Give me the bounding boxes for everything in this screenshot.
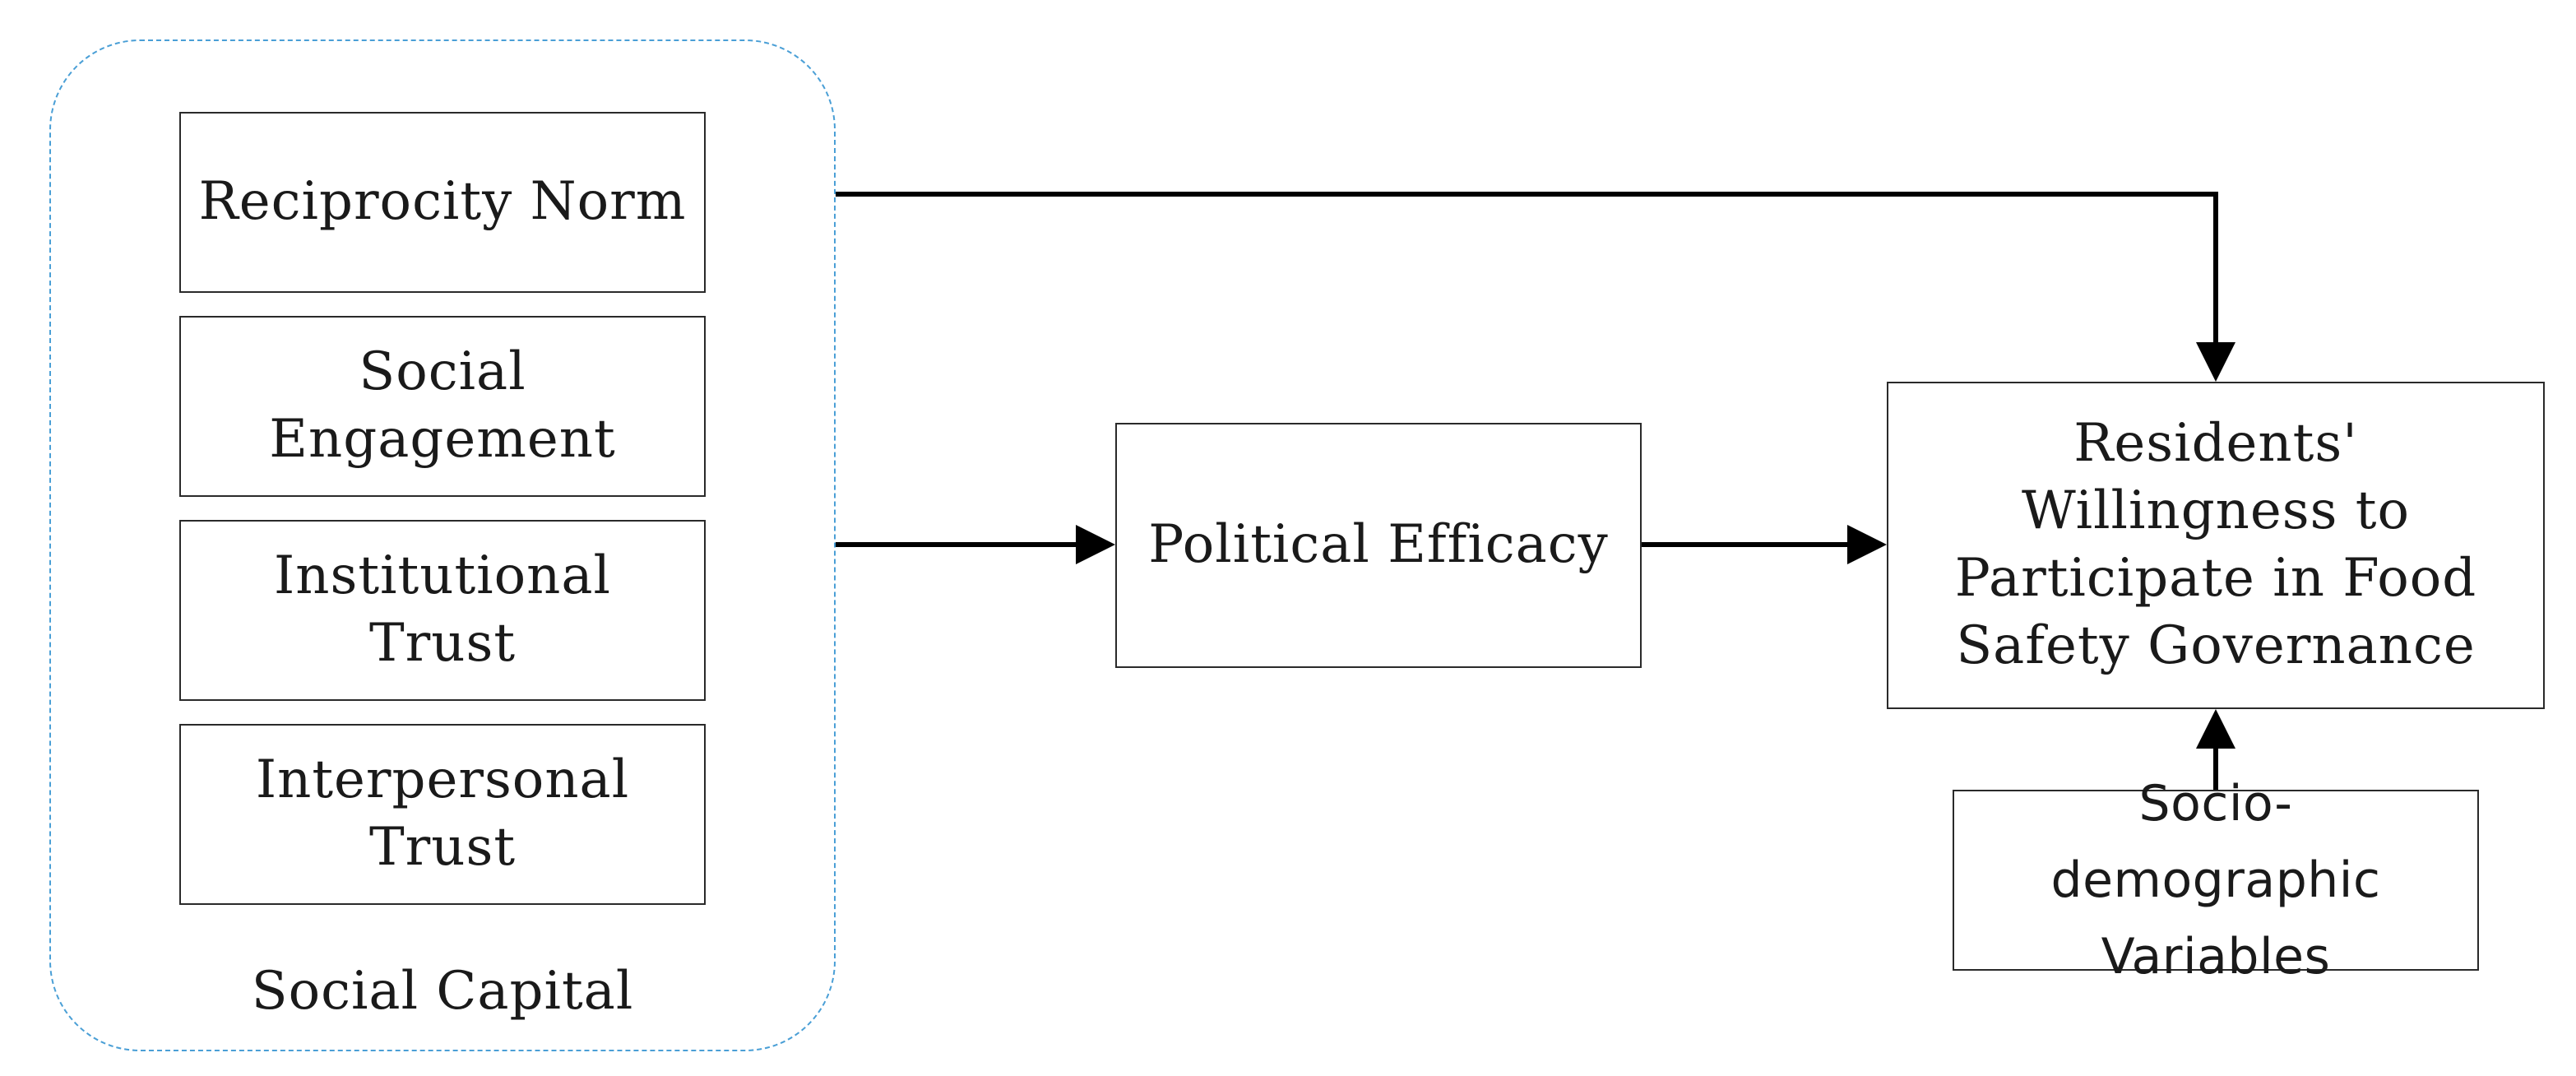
arrowhead-down-icon	[2196, 342, 2235, 382]
social-capital-group-frame	[49, 39, 836, 1051]
arrowhead-right-icon	[1076, 525, 1115, 564]
arrowhead-right-icon	[1847, 525, 1887, 564]
outcome-label: Residents' Willingness to Participate in…	[1954, 413, 2477, 676]
socio-demographic-label: Socio-demographic Variables	[2050, 774, 2381, 986]
social-capital-label: Social Capital	[251, 961, 634, 1022]
reciprocity-norm-box: Reciprocity Norm	[179, 112, 706, 293]
social-engagement-box: Social Engagement	[179, 316, 706, 497]
institutional-trust-label: Institutional Trust	[273, 545, 612, 674]
political-efficacy-box: Political Efficacy	[1115, 423, 1642, 668]
political-efficacy-label: Political Efficacy	[1148, 514, 1609, 576]
social-engagement-label: Social Engagement	[269, 341, 616, 470]
edge-social-capital-to-outcome	[836, 192, 2235, 382]
edge-social-capital-to-political-efficacy	[836, 525, 1115, 564]
edge-socio-demographic-to-outcome	[2196, 709, 2235, 790]
reciprocity-norm-label: Reciprocity Norm	[198, 171, 687, 233]
interpersonal-trust-box: Interpersonal Trust	[179, 724, 706, 905]
edge-political-efficacy-to-outcome	[1642, 525, 1887, 564]
institutional-trust-box: Institutional Trust	[179, 520, 706, 701]
outcome-box: Residents' Willingness to Participate in…	[1887, 382, 2545, 709]
arrowhead-up-icon	[2196, 709, 2235, 749]
interpersonal-trust-label: Interpersonal Trust	[255, 749, 630, 878]
socio-demographic-box: Socio-demographic Variables	[1953, 775, 2479, 986]
